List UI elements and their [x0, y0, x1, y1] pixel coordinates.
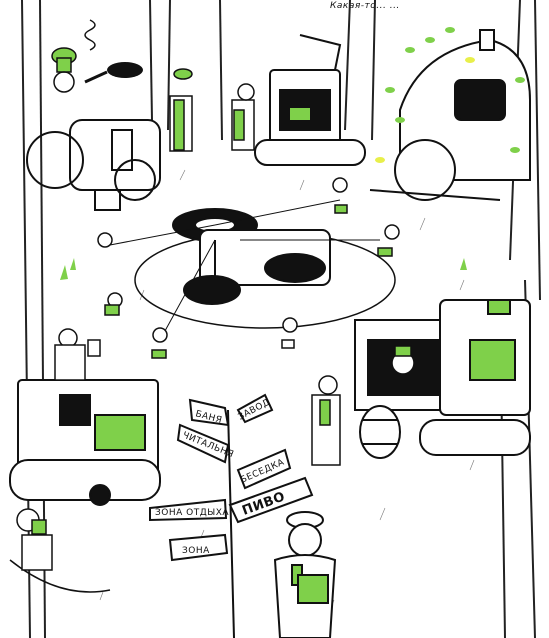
hammock-man [9, 508, 111, 593]
sign-zona: ЗОНА [182, 546, 210, 556]
tractor-topleft [26, 119, 161, 211]
waiter-figure [169, 68, 193, 152]
beer-barrel [359, 405, 401, 459]
forest-trees [21, 0, 541, 638]
barmen-figure [391, 345, 415, 375]
tractor-left [9, 379, 161, 506]
signpost [149, 393, 314, 638]
seated-reader [54, 328, 101, 381]
excavator-green-patch [290, 108, 310, 120]
steam-squiggle [84, 19, 96, 51]
carousel-tractor [134, 208, 396, 329]
caption-fragment: Какая-то... ... [330, 1, 400, 11]
worker-with-shovel [231, 83, 255, 151]
grass-tufts-green [60, 258, 467, 280]
sign-zona-otdyha: ЗОНА ОТДЫХА [155, 508, 229, 518]
foreground-man [273, 511, 337, 638]
rope-lines [109, 199, 380, 341]
vine-vehicle [369, 29, 531, 201]
man-drinking [311, 375, 341, 466]
chef-hat [51, 47, 77, 93]
frying-pan [84, 62, 143, 84]
vine-leaves [375, 27, 525, 163]
running-kids [97, 177, 400, 359]
